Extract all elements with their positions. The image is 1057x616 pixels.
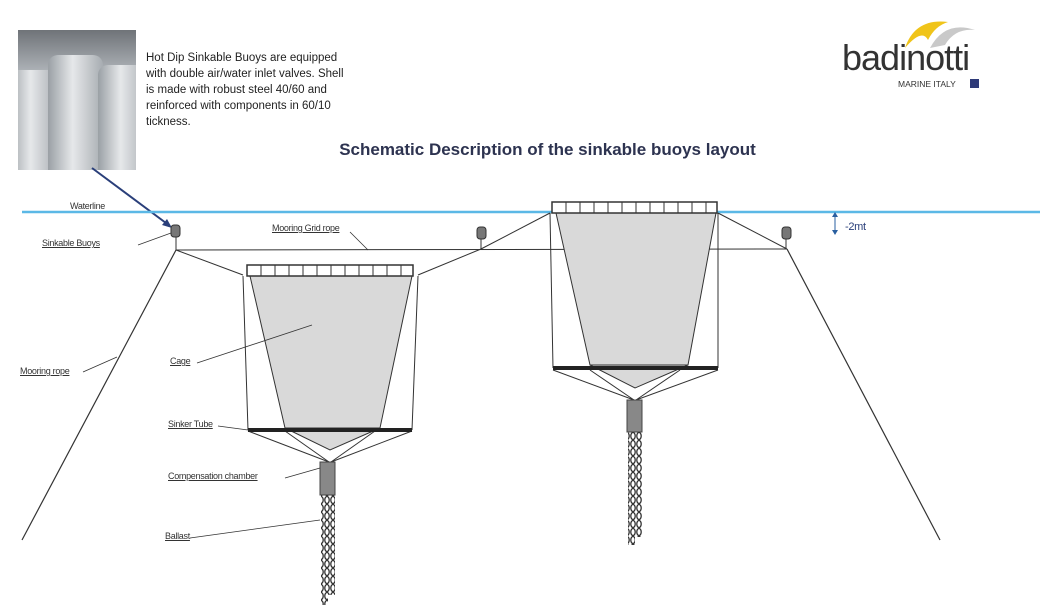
logo-name: badinotti bbox=[842, 37, 970, 78]
label-waterline: Waterline bbox=[70, 201, 105, 211]
sinker-tube bbox=[553, 366, 718, 370]
ballast-chain bbox=[328, 495, 335, 595]
logo-subtitle: MARINE ITALY bbox=[898, 79, 956, 89]
sinkable-buoy bbox=[170, 224, 181, 238]
depth-marker bbox=[832, 212, 838, 235]
logo-square bbox=[970, 79, 979, 88]
compensation-chamber bbox=[626, 399, 643, 433]
mooring-rope-left bbox=[21, 249, 177, 541]
cage-right bbox=[549, 201, 719, 545]
label-mooring-grid-rope: Mooring Grid rope bbox=[272, 223, 340, 233]
buoy-photo bbox=[18, 30, 136, 170]
sinker-tube bbox=[248, 428, 412, 432]
sinkable-buoy bbox=[781, 226, 792, 240]
label-sinkable-buoys: Sinkable Buoys bbox=[42, 238, 100, 248]
ballast-chain bbox=[635, 432, 642, 537]
label-cage: Cage bbox=[170, 356, 191, 366]
mooring-rope-right bbox=[786, 248, 941, 541]
sinkable-buoy bbox=[476, 226, 487, 240]
diagram-title: Schematic Description of the sinkable bu… bbox=[339, 140, 756, 159]
label-ballast: Ballast bbox=[165, 531, 190, 541]
label-depth: -2mt bbox=[845, 221, 866, 233]
cage-left bbox=[242, 264, 419, 605]
compensation-chamber bbox=[319, 461, 336, 496]
ballast-chain bbox=[321, 495, 328, 605]
pointer-arrow bbox=[91, 167, 171, 227]
ballast-chain bbox=[628, 432, 635, 545]
label-sinker-tube: Sinker Tube bbox=[168, 419, 213, 429]
buoy-description: Hot Dip Sinkable Buoys are equipped with… bbox=[146, 52, 344, 128]
label-compensation-chamber: Compensation chamber bbox=[168, 471, 258, 481]
label-mooring-rope: Mooring rope bbox=[20, 366, 70, 376]
